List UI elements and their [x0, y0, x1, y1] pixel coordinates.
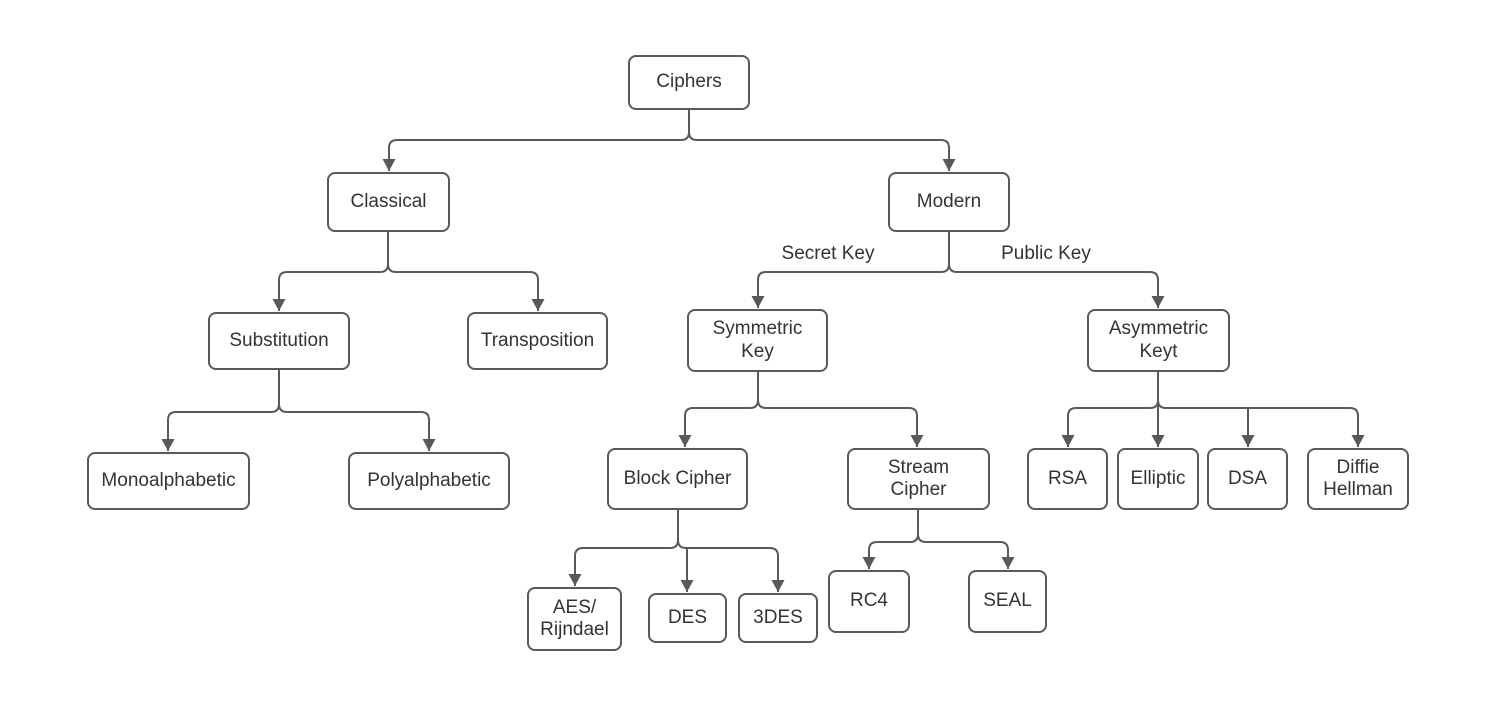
edge-asymmetric-rsa — [1061, 372, 1159, 447]
node-rc4: RC4 — [828, 570, 910, 633]
edge-symmetric-block-cipher — [678, 372, 759, 447]
node-block-cipher: Block Cipher — [607, 448, 748, 510]
node-dsa: DSA — [1207, 448, 1288, 510]
edges-from-symmetric-key — [678, 372, 924, 447]
node-transposition: Transposition — [467, 312, 608, 370]
node-seal: SEAL — [968, 570, 1047, 633]
edge-substitution-polyalphabetic — [278, 370, 436, 451]
node-elliptic: Elliptic — [1117, 448, 1199, 510]
node-monoalphabetic: Monoalphabetic — [87, 452, 250, 510]
node-diffie-hellman: Diffie Hellman — [1307, 448, 1409, 510]
edge-classical-substitution — [272, 232, 389, 311]
edges-from-ciphers — [382, 110, 956, 171]
edge-block-3des — [677, 510, 785, 592]
node-polyalphabetic: Polyalphabetic — [348, 452, 510, 510]
edge-asymmetric-diffie-hellman — [1157, 372, 1365, 447]
node-symmetric-key: Symmetric Key — [687, 309, 828, 372]
node-des: DES — [648, 593, 727, 643]
edges-from-modern — [751, 232, 1165, 308]
edge-modern-asymmetric — [948, 232, 1165, 308]
edge-label-public-key: Public Key — [1001, 243, 1091, 264]
node-substitution: Substitution — [208, 312, 350, 370]
edge-symmetric-stream-cipher — [757, 372, 924, 447]
node-stream-cipher: Stream Cipher — [847, 448, 990, 510]
edge-substitution-monoalphabetic — [161, 370, 280, 451]
edge-block-aes-rijndael — [568, 510, 679, 586]
edge-stream-seal — [917, 510, 1015, 569]
edges-from-classical — [272, 232, 545, 311]
edge-ciphers-classical — [382, 110, 690, 171]
edges-from-block-cipher — [568, 510, 785, 592]
edge-ciphers-modern — [688, 110, 956, 171]
edges-from-stream-cipher — [862, 510, 1015, 569]
node-aes-rijndael: AES/ Rijndael — [527, 587, 622, 651]
node-3des: 3DES — [738, 593, 818, 643]
node-asymmetric-keyt: Asymmetric Keyt — [1087, 309, 1230, 372]
node-ciphers: Ciphers — [628, 55, 750, 110]
edges-from-asymmetric-keyt — [1061, 372, 1365, 447]
edge-classical-transposition — [387, 232, 545, 311]
edge-label-secret-key: Secret Key — [781, 243, 875, 264]
node-rsa: RSA — [1027, 448, 1108, 510]
edges-from-substitution — [161, 370, 436, 451]
edge-stream-rc4 — [862, 510, 919, 569]
node-modern: Modern — [888, 172, 1010, 232]
node-classical: Classical — [327, 172, 450, 232]
